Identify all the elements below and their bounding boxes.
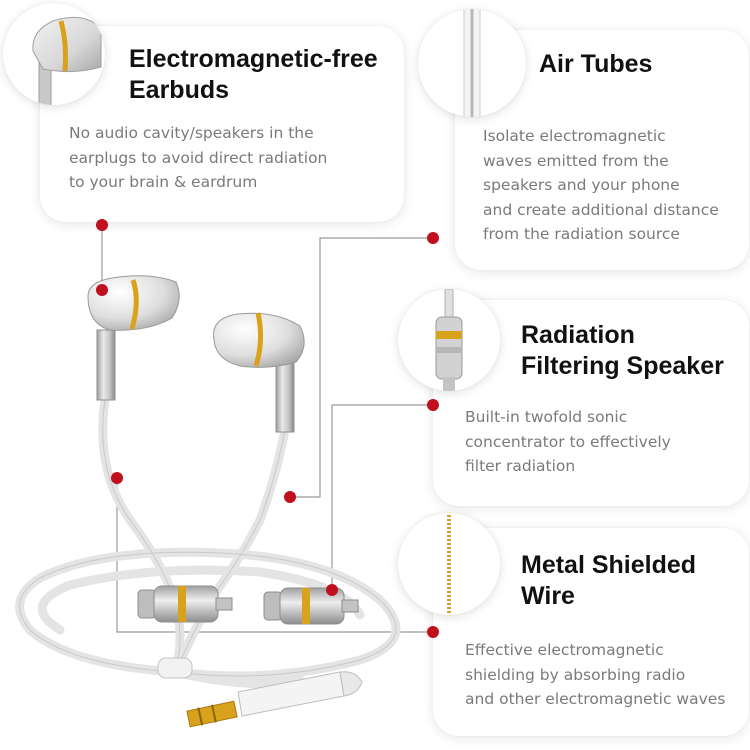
feature-title-wire: Metal Shielded Wire: [521, 551, 697, 610]
audio-jack: [186, 671, 363, 728]
cable: [15, 395, 401, 689]
earbud-icon: [3, 3, 105, 105]
air-tube-icon: [418, 9, 526, 117]
speaker-filter-icon: [398, 289, 500, 391]
feature-desc-speaker: Built-in twofold sonic concentrator to e…: [465, 408, 671, 475]
callout-dots: [96, 219, 439, 638]
speaker-capsule-right: [263, 587, 359, 625]
feature-title-speaker: Radiation Filtering Speaker: [521, 321, 724, 380]
feature-title-earbuds: Electromagnetic-free Earbuds: [129, 45, 378, 104]
feature-title-air-tubes: Air Tubes: [539, 50, 653, 78]
microphone-capsule: [157, 657, 193, 679]
feature-desc-air-tubes: Isolate electromagnetic waves emitted fr…: [483, 127, 719, 243]
feature-desc-wire: Effective electromagnetic shielding by a…: [465, 641, 726, 708]
feature-desc-earbuds: No audio cavity/speakers in the earplugs…: [69, 124, 328, 191]
callout-lines: [101, 225, 433, 633]
shielded-wire-icon: [398, 513, 500, 615]
speaker-capsule-left: [137, 585, 233, 623]
cable-outline: [19, 399, 397, 677]
left-earbud: [87, 275, 180, 401]
right-earbud: [213, 312, 305, 433]
